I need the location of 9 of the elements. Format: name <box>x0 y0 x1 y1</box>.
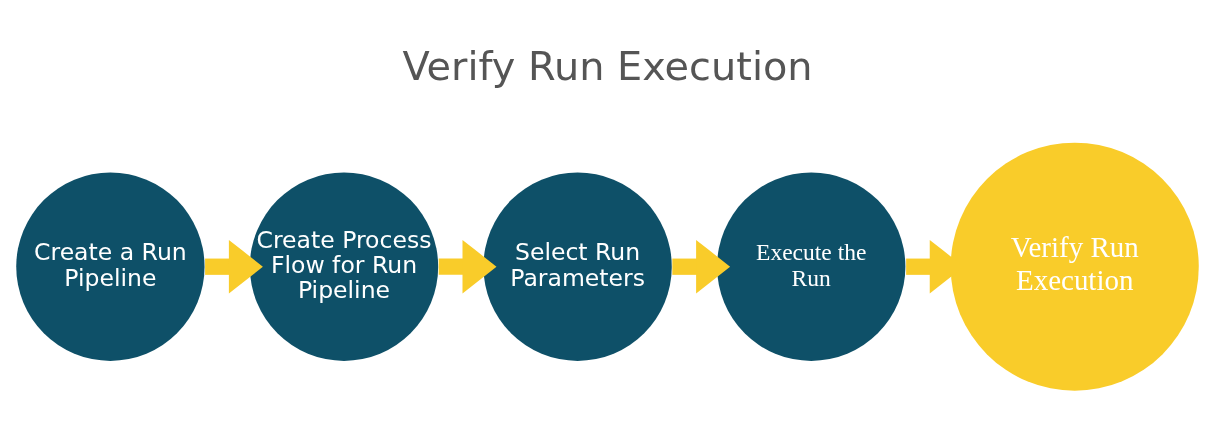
node-circle: Select Run Parameters <box>483 172 672 361</box>
arrow <box>438 239 497 294</box>
node-circle: Create a Run Pipeline <box>16 172 205 361</box>
diagram-title: Verify Run Execution <box>402 43 813 90</box>
arrow <box>205 239 263 294</box>
arrow <box>672 239 731 294</box>
node-circle: Verify Run Execution <box>950 142 1199 391</box>
node-circle: Execute the Run <box>717 172 906 361</box>
node-circle: Create Process Flow for Run Pipeline <box>249 172 439 361</box>
